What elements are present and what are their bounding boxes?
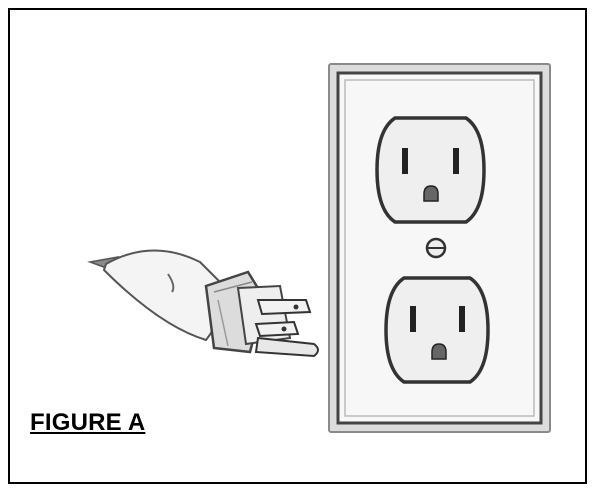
lower-receptacle-icon <box>386 278 488 382</box>
upper-receptacle-icon <box>377 118 484 222</box>
center-screw-icon <box>427 239 445 257</box>
duplex-wall-outlet-icon <box>329 64 550 432</box>
figure-caption: FIGURE A <box>30 409 145 437</box>
three-prong-plug-icon <box>90 250 318 356</box>
